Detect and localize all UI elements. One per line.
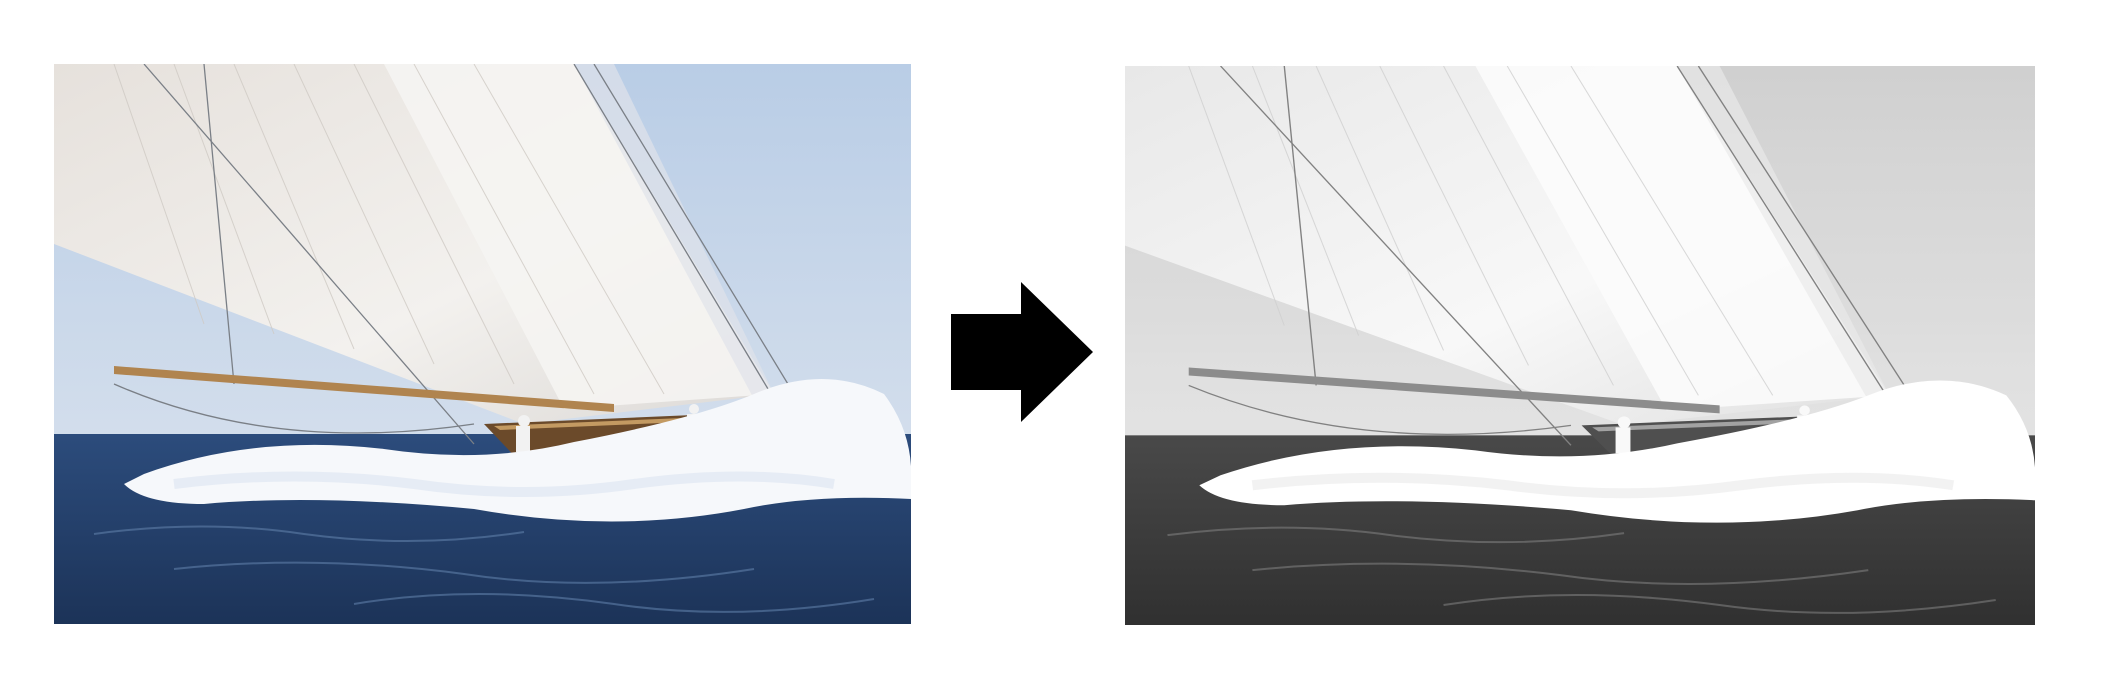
boom — [114, 366, 614, 412]
sailboat-scene — [54, 64, 911, 624]
bow-wave-foam — [1199, 380, 2035, 523]
arrow-shape — [951, 282, 1093, 422]
foam-highlight — [1251, 472, 1955, 499]
right-arrow-icon — [951, 282, 1093, 422]
original-color-image — [54, 64, 911, 624]
grayscale-image — [1125, 66, 2035, 625]
rigging — [1188, 66, 1912, 446]
sail-seams — [113, 64, 665, 395]
sail-seams — [1188, 66, 1774, 396]
jib-sail — [1475, 66, 1890, 411]
sea-streaks — [93, 525, 875, 613]
jib-sail — [384, 64, 774, 409]
sailboat-scene-grayscale — [1125, 66, 2035, 625]
bow-wave-foam — [124, 379, 911, 522]
rigging — [113, 64, 795, 445]
sea-streaks — [1167, 526, 1996, 614]
foam-highlight — [173, 471, 835, 497]
boom — [1188, 367, 1720, 414]
